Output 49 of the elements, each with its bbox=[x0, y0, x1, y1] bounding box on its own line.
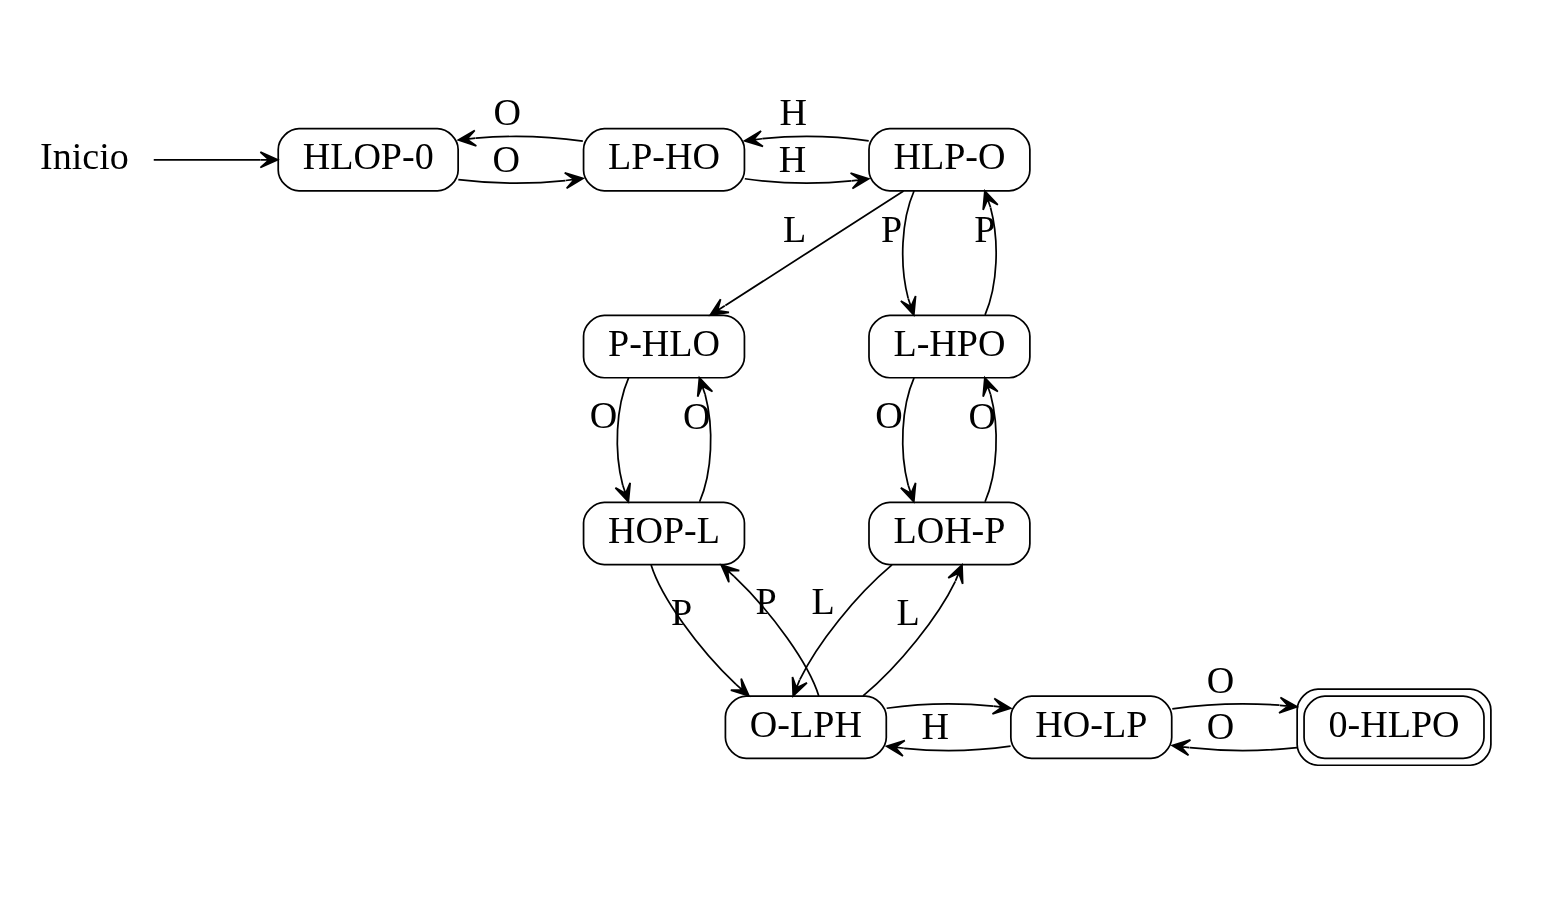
arrow bbox=[885, 739, 1012, 757]
arrow bbox=[709, 190, 905, 317]
arrow bbox=[982, 376, 999, 503]
arrow bbox=[650, 564, 750, 697]
edge-label: O bbox=[968, 394, 997, 437]
arrow bbox=[457, 171, 584, 190]
node-box: O-LPH bbox=[724, 695, 888, 760]
arrow bbox=[696, 376, 714, 503]
node-box: L-HPO bbox=[868, 314, 1031, 379]
node-box: HOP-L bbox=[582, 501, 746, 566]
edge-label: H bbox=[921, 705, 949, 748]
arrow bbox=[614, 376, 632, 503]
edge-label: O bbox=[1206, 658, 1235, 701]
arrow bbox=[900, 376, 917, 503]
node-box: HLP-O bbox=[868, 127, 1031, 192]
edge-label: H bbox=[778, 138, 807, 181]
edge-label: O bbox=[1206, 705, 1235, 748]
edge-label: L bbox=[811, 579, 835, 622]
edge-label: O bbox=[683, 394, 711, 437]
edge-label: P bbox=[755, 579, 777, 622]
edge-label: P bbox=[974, 207, 996, 250]
arrow bbox=[743, 172, 870, 190]
node-box: LOH-P bbox=[868, 501, 1031, 566]
arrow bbox=[743, 130, 870, 148]
edge-label: O bbox=[589, 394, 618, 437]
arrow bbox=[791, 564, 893, 697]
edge-label: L bbox=[782, 208, 807, 251]
edge-label: P bbox=[880, 207, 903, 250]
arrow bbox=[1171, 696, 1298, 714]
arrow bbox=[862, 564, 964, 697]
edge-label: H bbox=[779, 91, 808, 134]
node-box: HLOP-0 bbox=[277, 127, 459, 192]
arrow bbox=[720, 564, 820, 697]
arrow bbox=[152, 151, 279, 169]
edge-label: L bbox=[896, 590, 920, 633]
arrow bbox=[982, 190, 999, 316]
arrow bbox=[900, 190, 917, 316]
edge-label: O bbox=[875, 394, 903, 437]
edge-label: O bbox=[493, 91, 521, 134]
arrow bbox=[1171, 739, 1298, 757]
node-box: 0-HLPO bbox=[1296, 688, 1492, 767]
node-box: P-HLO bbox=[582, 314, 746, 379]
edge-label: O bbox=[492, 138, 521, 181]
node-box: HO-LP bbox=[1010, 695, 1173, 760]
arrow bbox=[885, 697, 1012, 715]
node-text: Inicio bbox=[40, 135, 129, 178]
edge-label: P bbox=[670, 591, 693, 634]
arrow bbox=[457, 129, 584, 147]
node-box: LP-HO bbox=[582, 127, 746, 192]
